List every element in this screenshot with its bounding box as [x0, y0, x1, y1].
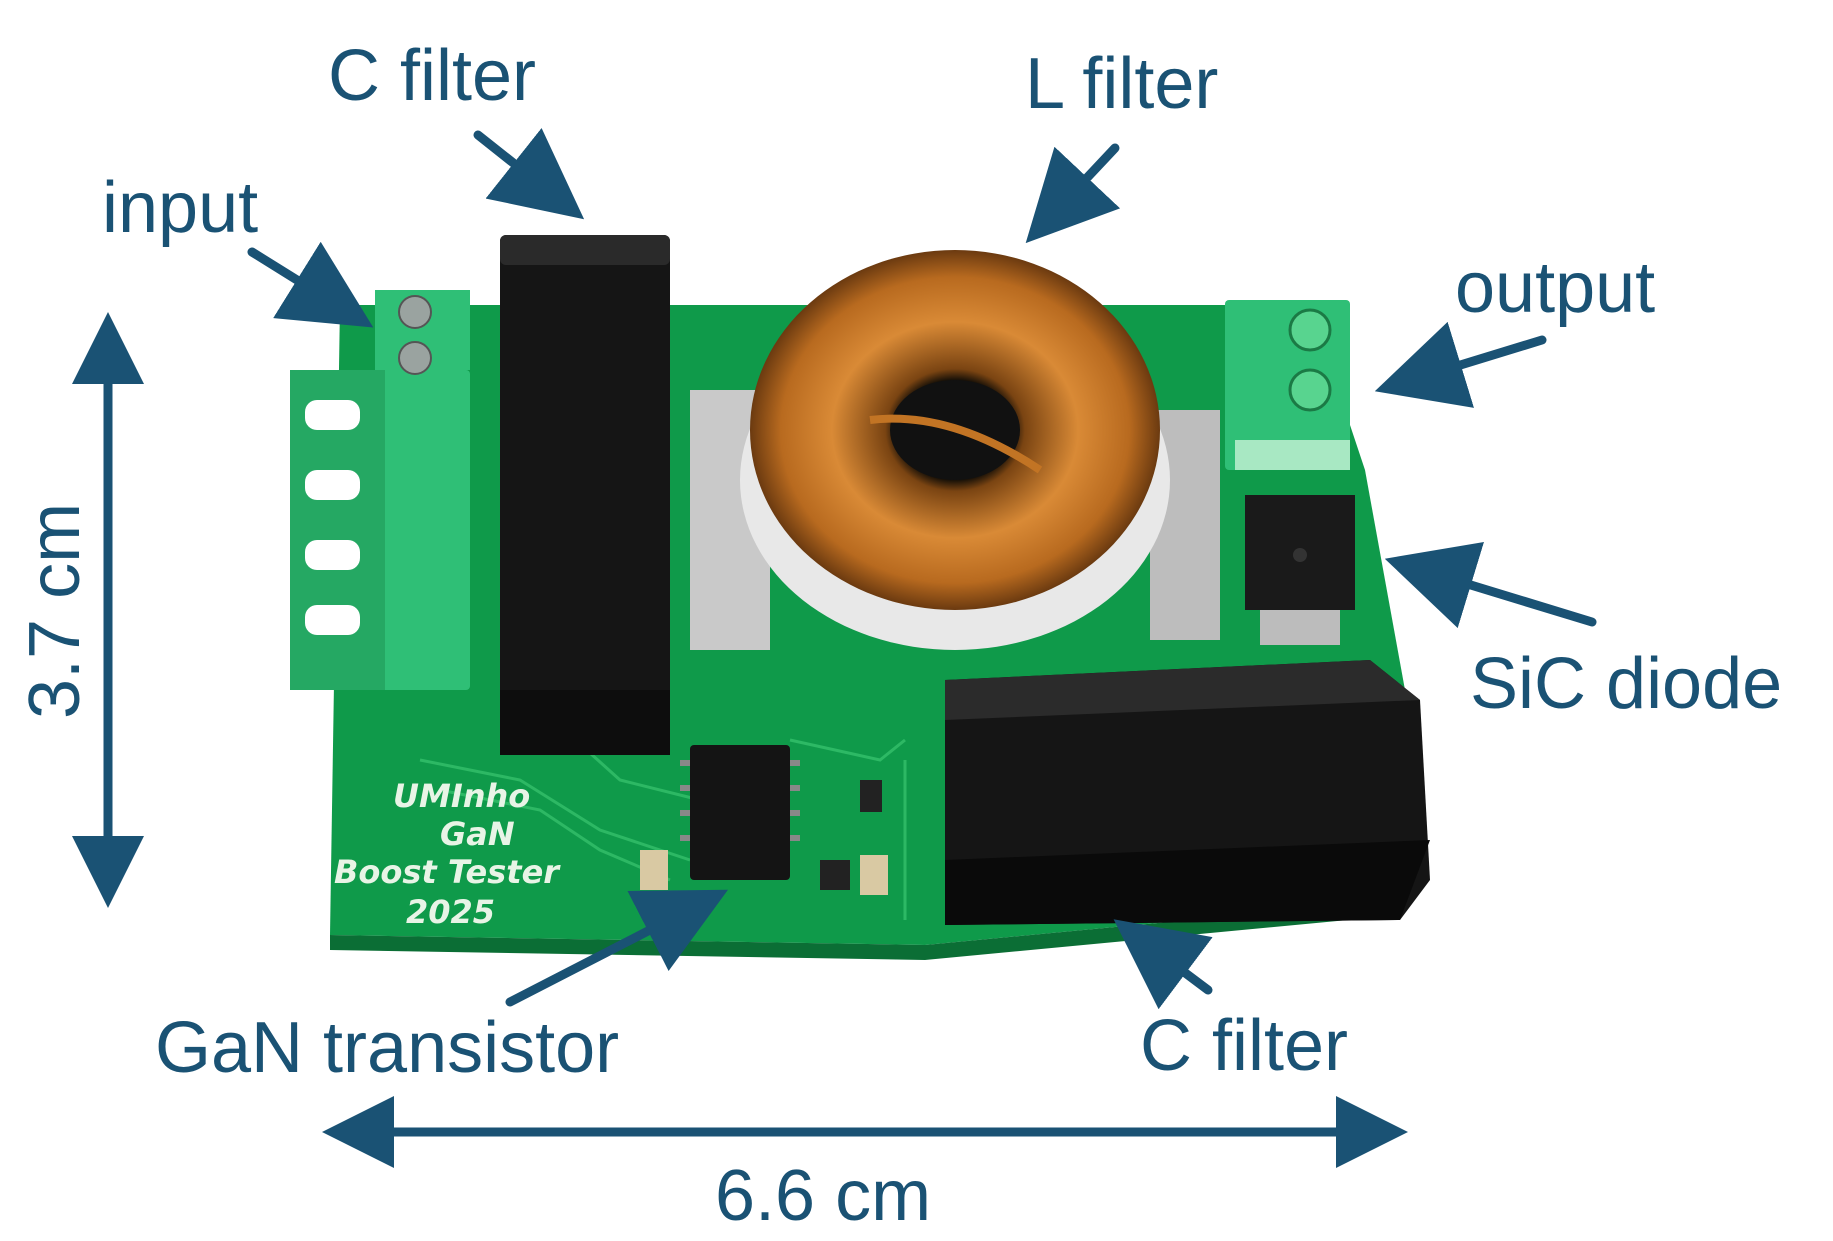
label-c-filter-bottom: C filter: [1140, 1006, 1349, 1086]
arrow-gan-transistor: [505, 889, 729, 1007]
silkscreen-line2: GaN: [440, 815, 515, 853]
output-terminal-block: [1225, 300, 1350, 470]
label-width-dimension: 6.6 cm: [715, 1156, 932, 1236]
label-gan-transistor: GaN transistor: [155, 1008, 620, 1088]
arrow-c-filter-bottom: [1113, 919, 1213, 1010]
silkscreen-line4: 2025: [406, 893, 496, 931]
input-terminal-block: [290, 290, 470, 690]
label-input: input: [102, 168, 259, 248]
arrow-sic-diode: [1384, 541, 1597, 629]
label-l-filter: L filter: [1025, 44, 1219, 124]
silkscreen-line1: UMInho: [393, 777, 531, 815]
label-output: output: [1455, 248, 1656, 328]
capacitor-top: [500, 235, 670, 755]
silkscreen-line3: Boost Tester: [334, 853, 560, 891]
label-c-filter-top: C filter: [328, 36, 537, 116]
arrow-output: [1374, 321, 1547, 408]
capacitor-bottom: [945, 660, 1430, 925]
smd-components: [640, 780, 888, 895]
sic-diode: [1245, 495, 1355, 645]
arrow-c-filter-top: [473, 127, 585, 220]
gan-transistor-ic: [680, 745, 800, 880]
label-sic-diode: SiC diode: [1470, 644, 1783, 724]
label-height-dimension: 3.7 cm: [15, 502, 95, 719]
arrow-l-filter: [1025, 143, 1121, 244]
arrow-input: [247, 241, 374, 328]
inductor-toroid: [740, 250, 1170, 650]
